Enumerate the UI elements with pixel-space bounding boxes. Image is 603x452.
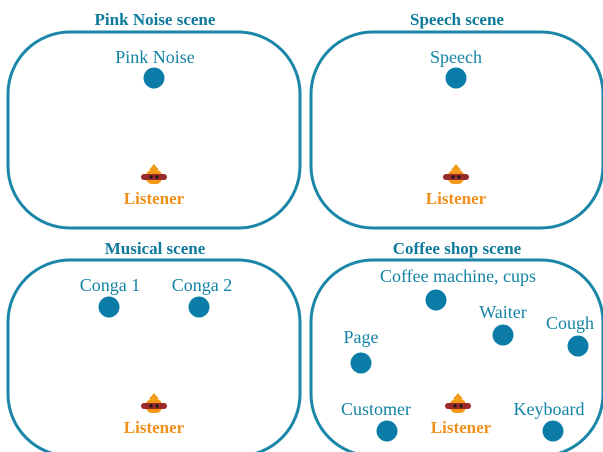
source-dot	[143, 67, 165, 89]
listener-icon	[141, 393, 167, 413]
listener-icon	[141, 164, 167, 184]
scene-speech: Speech scene Speech Listener	[309, 10, 603, 230]
source-dot	[350, 352, 372, 374]
source-label: Keyboard	[514, 399, 585, 419]
scene-coffee-shop: Coffee shop scene Coffee machine, cups W…	[309, 239, 603, 452]
source-label: Conga 1	[80, 275, 141, 295]
listener-label: Listener	[431, 418, 492, 437]
source-label: Speech	[430, 47, 482, 67]
scene-frame	[6, 30, 302, 230]
source-dot	[425, 289, 447, 311]
scene-frame	[309, 258, 603, 452]
source-dot	[542, 420, 564, 442]
source-dot	[188, 296, 210, 318]
scene-pink-noise: Pink Noise scene Pink Noise Listener	[6, 10, 302, 230]
source-dot	[376, 420, 398, 442]
listener-label: Listener	[124, 418, 185, 437]
source-dot	[492, 324, 514, 346]
scene-frame	[309, 30, 603, 230]
source-label: Conga 2	[172, 275, 233, 295]
source-dot	[567, 335, 589, 357]
source-dot	[445, 67, 467, 89]
listener-label: Listener	[124, 189, 185, 208]
source-label: Cough	[546, 313, 594, 333]
listener-icon	[445, 393, 471, 413]
source-label: Page	[344, 327, 379, 347]
listener-label: Listener	[426, 189, 487, 208]
source-dot	[98, 296, 120, 318]
scene-title: Pink Noise scene	[95, 10, 216, 29]
scene-title: Speech scene	[410, 10, 504, 29]
scene-title: Musical scene	[105, 239, 206, 258]
source-label: Customer	[341, 399, 411, 419]
source-label: Coffee machine, cups	[380, 266, 536, 286]
source-label: Pink Noise	[115, 47, 195, 67]
scene-title: Coffee shop scene	[393, 239, 522, 258]
source-label: Waiter	[479, 302, 527, 322]
scene-frame	[6, 258, 302, 452]
listener-icon	[443, 164, 469, 184]
scene-musical: Musical scene Conga 1 Conga 2 Listener	[6, 239, 302, 452]
